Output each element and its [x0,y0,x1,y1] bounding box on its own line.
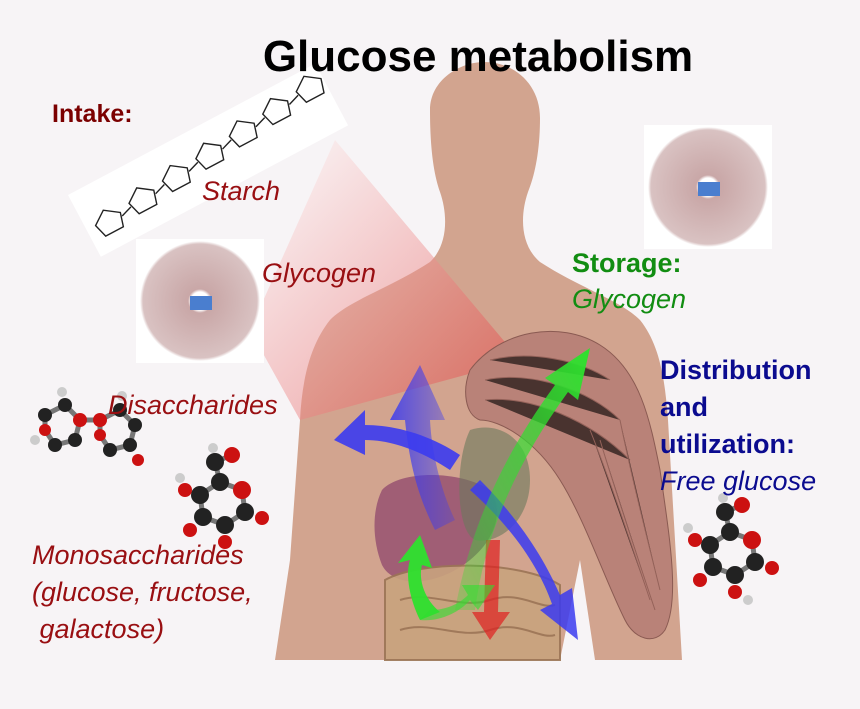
storage-glycogen-label: Glycogen [572,284,687,314]
glycogen-storage-molecule-icon [644,125,772,249]
intake-glycogen-label: Glycogen [262,258,377,288]
intake-monosaccharides-line3: galactose) [32,614,165,644]
intake-monosaccharides-line2: (glucose, fructose, [32,577,253,607]
starch-chain-icon [68,63,349,257]
intake-heading: Intake: [52,100,133,128]
storage-heading: Storage: [572,248,682,278]
glucose-molecule-icon-right [683,493,779,605]
distribution-heading-line1: Distribution [660,355,812,385]
intake-beam [250,140,520,420]
disaccharide-molecule-icon [30,387,144,466]
distribution-free-glucose-label: Free glucose [660,466,817,496]
glucose-molecule-icon-left [175,443,269,549]
intake-starch-label: Starch [202,176,281,206]
intake-monosaccharides-line1: Monosaccharides [32,540,244,570]
page-title: Glucose metabolism [262,32,694,81]
intake-disaccharides-label: Disaccharides [108,390,278,420]
distribution-heading-line2: and [660,392,709,422]
distribution-heading-line3: utilization: [660,429,795,459]
glycogen-molecule-icon [136,239,264,363]
blue-arrows-icon [334,365,578,640]
green-arrows-icon [398,348,590,621]
